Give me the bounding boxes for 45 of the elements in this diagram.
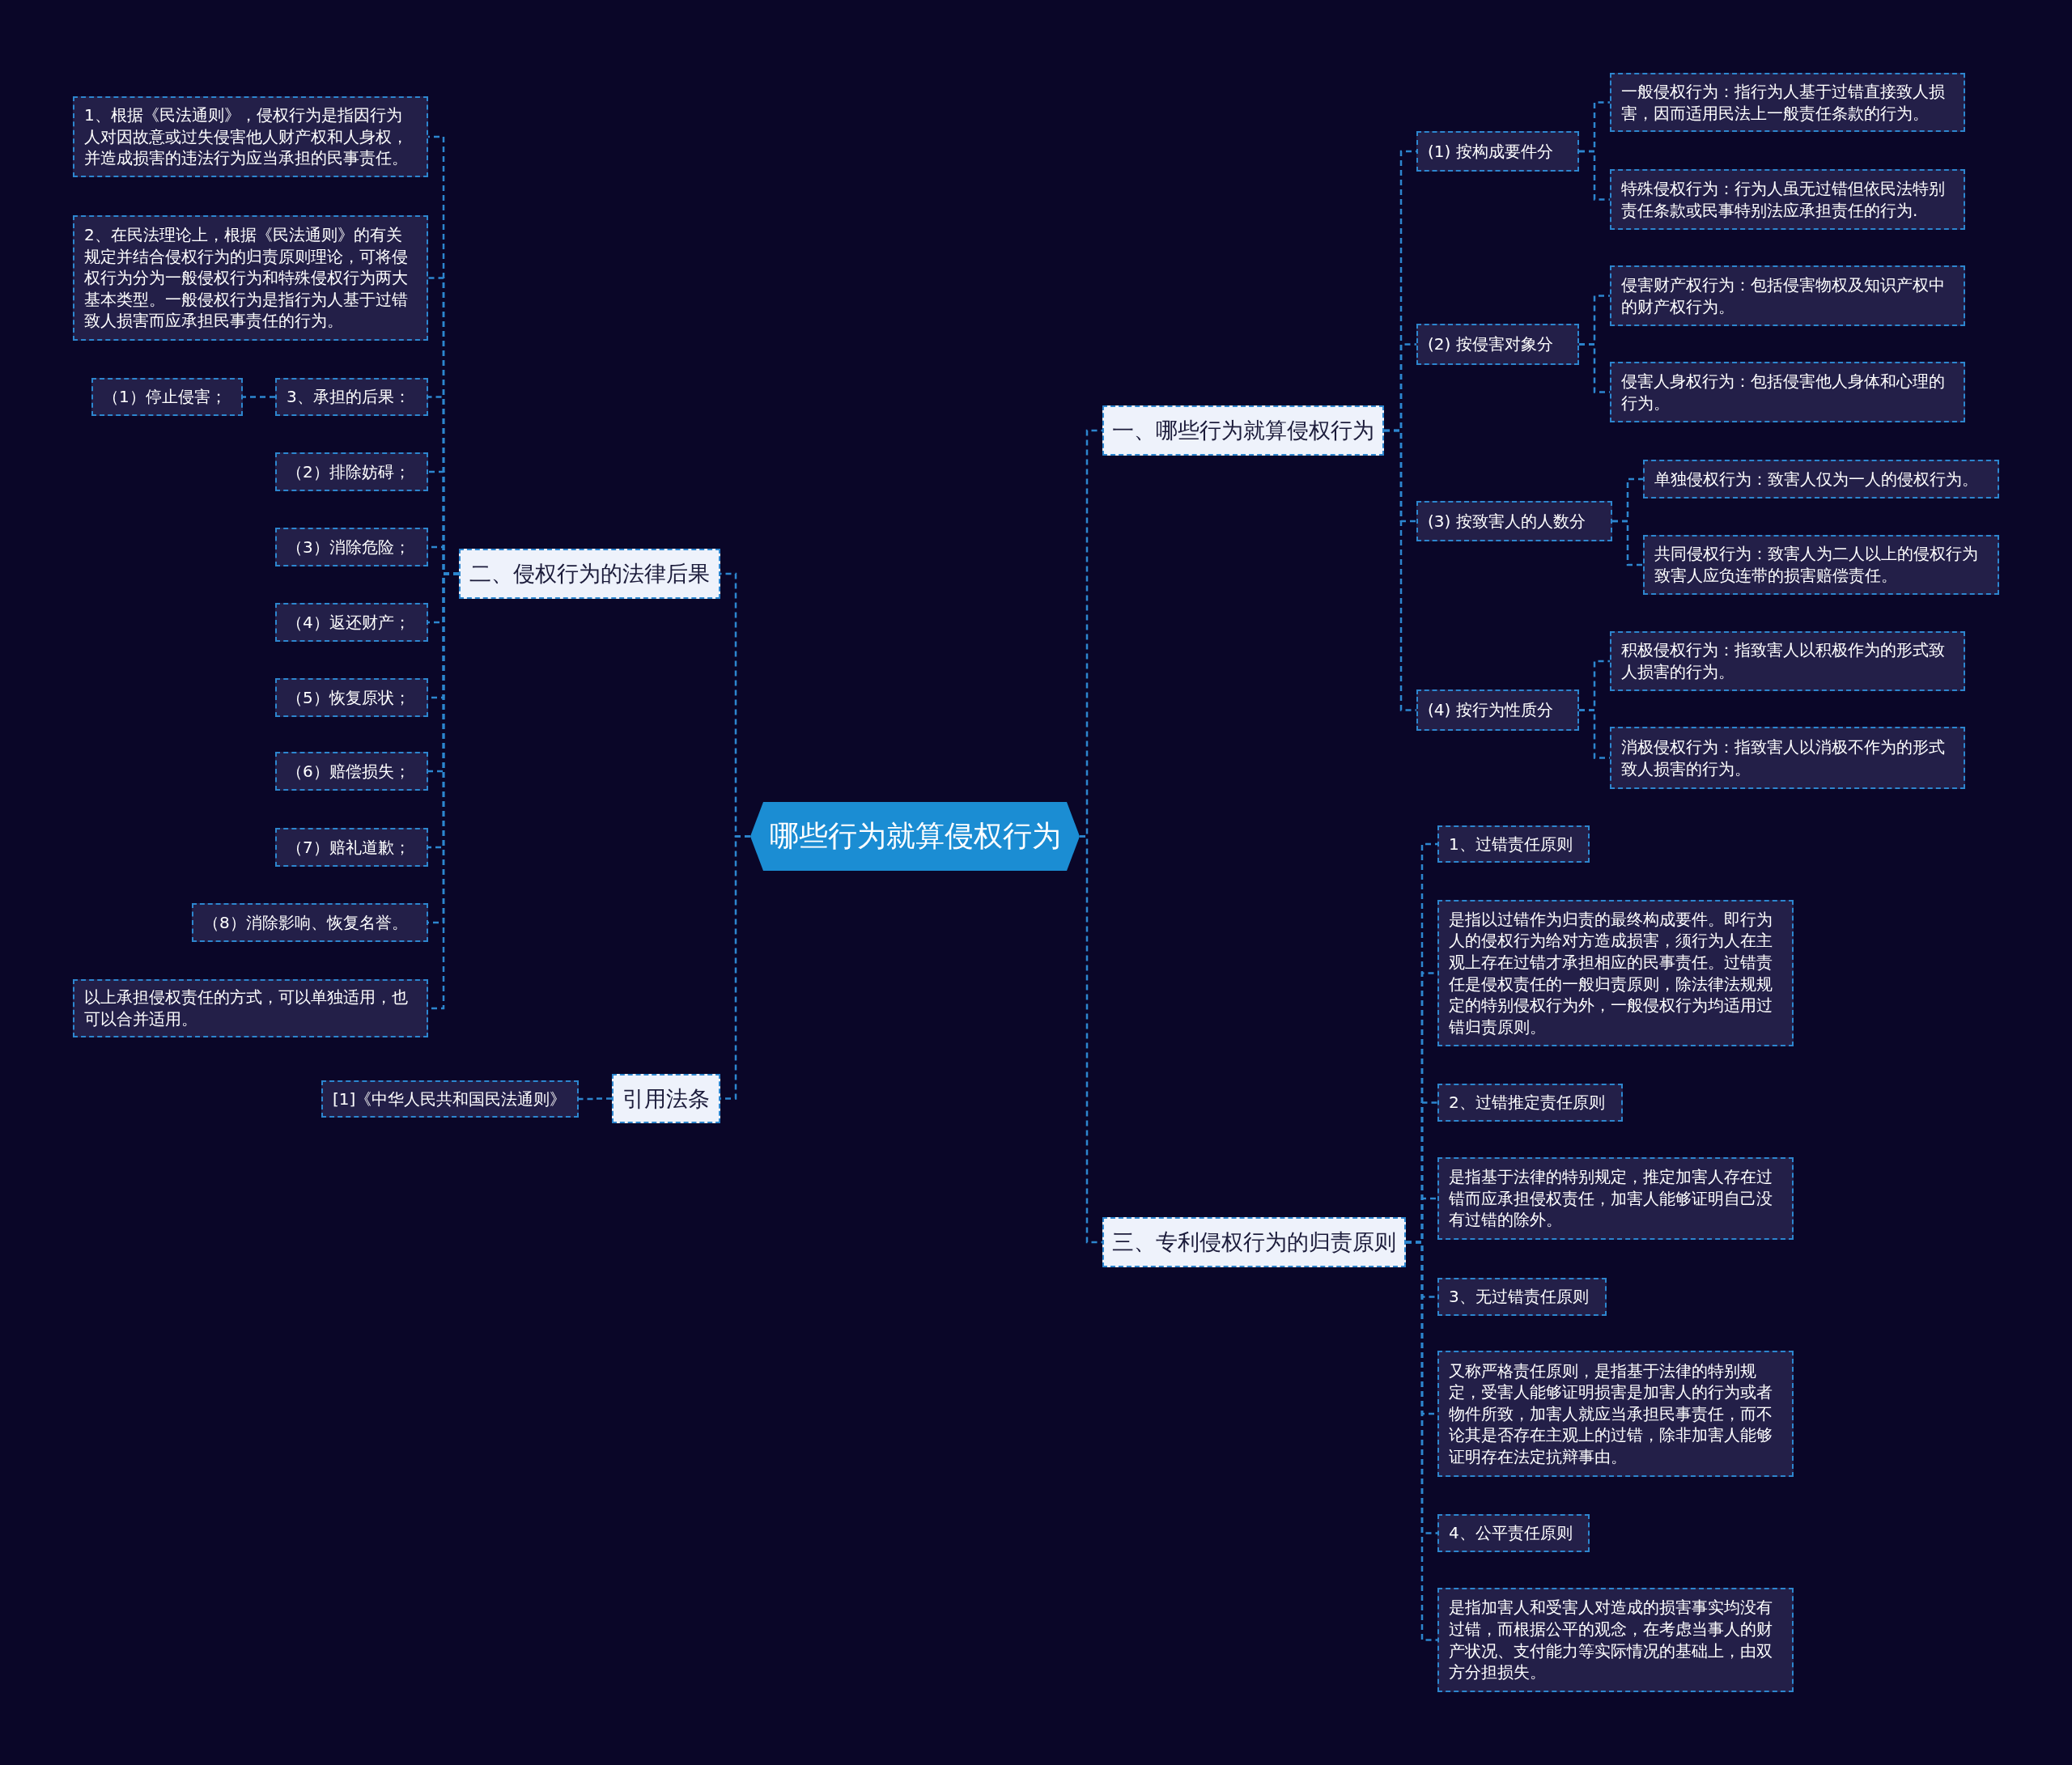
text-box: 单独侵权行为：致害人仅为一人的侵权行为。 — [1643, 460, 1999, 499]
text-box: [1]《中华人民共和国民法通则》 — [321, 1080, 579, 1118]
text-box: 消极侵权行为：指致害人以消极不作为的形式致人损害的行为。 — [1610, 727, 1965, 789]
topic-box: 一、哪些行为就算侵权行为 — [1102, 405, 1384, 456]
text-box: 是指以过错作为归责的最终构成要件。即行为人的侵权行为给对方造成损害，须行为人在主观上存在过错才承担相应的民事责任。过错责任是侵权责任的一般归责原则，除法律法规规定的特别侵权行为外，一般侵权行为均适用过错归责原则。 — [1437, 900, 1794, 1046]
text-box: （6）赔偿损失； — [275, 752, 428, 791]
text-box: (3) 按致害人的人数分 — [1416, 501, 1612, 541]
text-box: 4、公平责任原则 — [1437, 1514, 1590, 1552]
text-box: 是指加害人和受害人对造成的损害事实均没有过错，而根据公平的观念，在考虑当事人的财产状况、支付能力等实际情况的基础上，由双方分担损失。 — [1437, 1588, 1794, 1692]
connector-line — [1612, 520, 1643, 566]
text-box: （7）赔礼道歉； — [275, 828, 428, 867]
text-box: 侵害人身权行为：包括侵害他人身体和心理的行为。 — [1610, 362, 1965, 422]
connector-line — [243, 396, 275, 398]
text-box: （8）消除影响、恢复名誉。 — [192, 903, 428, 942]
text-box: 2、过错推定责任原则 — [1437, 1084, 1623, 1122]
connector-line — [1579, 150, 1610, 201]
text-box: (1) 按构成要件分 — [1416, 131, 1579, 172]
text-box: 共同侵权行为：致害人为二人以上的侵权行为致害人应负连带的损害赔偿责任。 — [1643, 535, 1999, 595]
text-box: 1、根据《民法通则》，侵权行为是指因行为人对因故意或过失侵害他人财产权和人身权，并造成损害的违法行为应当承担的民事责任。 — [73, 96, 428, 177]
topic-box: 引用法条 — [612, 1074, 720, 1123]
text-box: 侵害财产权行为：包括侵害物权及知识产权中的财产权行为。 — [1610, 265, 1965, 326]
text-box: 又称严格责任原则，是指基于法律的特别规定，受害人能够证明损害是加害人的行为或者物件所致，加害人就应当承担民事责任，而不论其是否存在主观上的过错，除非加害人能够证明存在法定抗辩事由。 — [1437, 1351, 1794, 1477]
topic-box: 二、侵权行为的法律后果 — [459, 549, 720, 599]
text-box: （1）停止侵害； — [91, 378, 243, 416]
text-box: (4) 按行为性质分 — [1416, 689, 1579, 731]
text-box: 3、无过错责任原则 — [1437, 1278, 1607, 1316]
connector-line — [1384, 429, 1416, 711]
text-box: 2、在民法理论上，根据《民法通则》的有关规定并结合侵权行为的归责原则理论，可将侵权行为分为一般侵权行为和特殊侵权行为两大基本类型。一般侵权行为是指行为人基于过错致人损害而应承担民事责任的行为。 — [73, 215, 428, 341]
text-box: 一般侵权行为：指行为人基于过错直接致人损害，因而适用民法上一般责任条款的行为。 — [1610, 73, 1965, 132]
text-box: (2) 按侵害对象分 — [1416, 324, 1579, 365]
text-box: 是指基于法律的特别规定，推定加害人存在过错而应承担侵权责任，加害人能够证明自己没有过错的除外。 — [1437, 1157, 1794, 1240]
text-box: （5）恢复原状； — [275, 678, 428, 717]
text-box: （2）排除妨碍； — [275, 452, 428, 491]
connector-line — [579, 1097, 612, 1101]
topic-box: 三、专利侵权行为的归责原则 — [1102, 1217, 1406, 1267]
text-box: 3、承担的后果： — [275, 378, 428, 416]
text-box: 积极侵权行为：指致害人以积极作为的形式致人损害的行为。 — [1610, 631, 1965, 691]
topic-hexagon: 哪些行为就算侵权行为 — [750, 802, 1080, 871]
text-box: 1、过错责任原则 — [1437, 825, 1590, 863]
connector-line — [1080, 835, 1102, 1244]
text-box: 特殊侵权行为：行为人虽无过错但依民法特别责任条款或民事特别法应承担责任的行为. — [1610, 169, 1965, 230]
text-box: （4）返还财产； — [275, 603, 428, 642]
text-box: 以上承担侵权责任的方式，可以单独适用，也可以合并适用。 — [73, 979, 428, 1037]
connector-line — [1406, 1241, 1437, 1641]
text-box: （3）消除危险； — [275, 528, 428, 566]
